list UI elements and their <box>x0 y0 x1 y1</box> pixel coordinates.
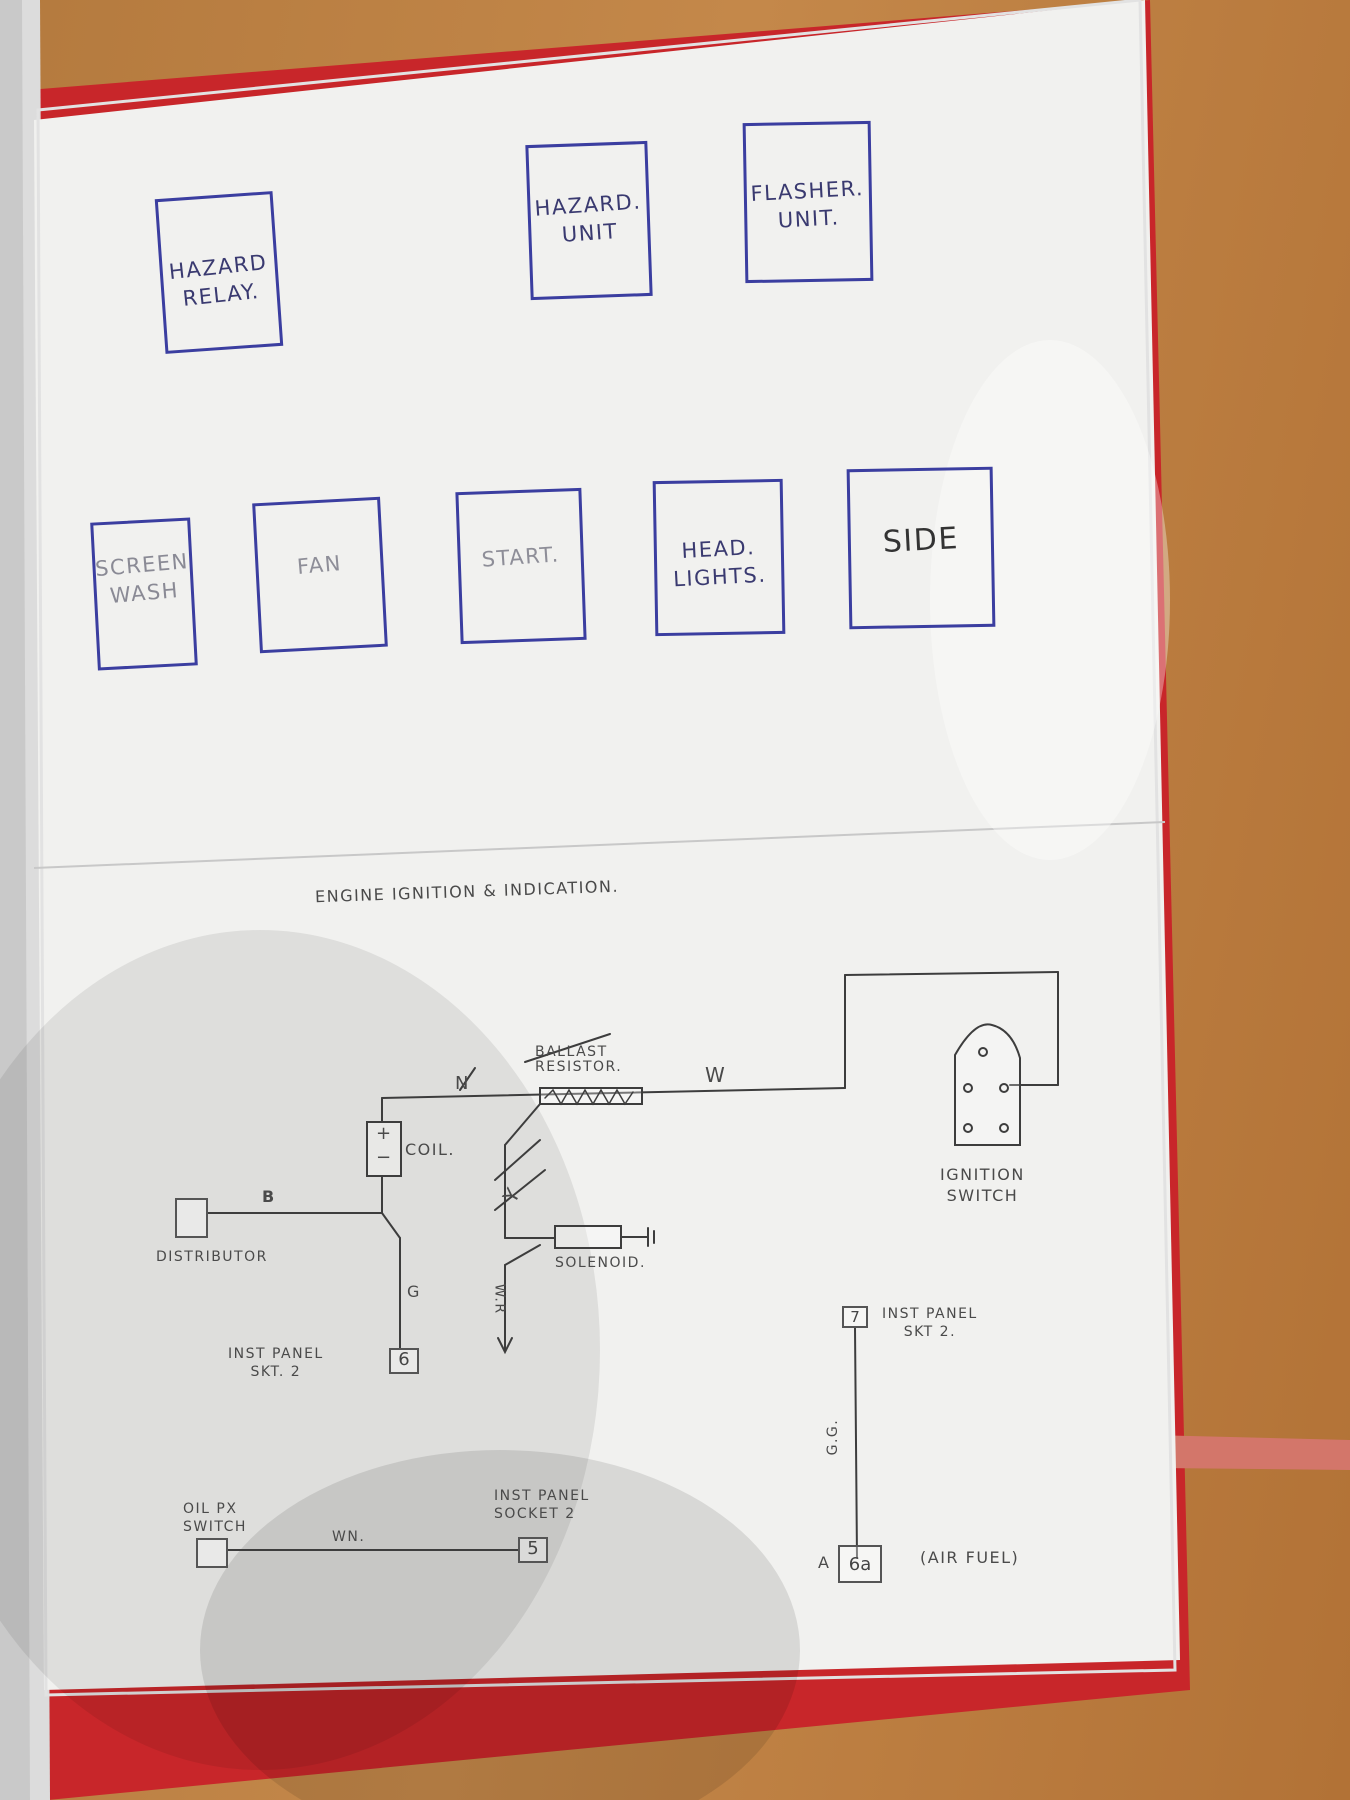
inst-panel-socket2-label: INST PANEL SOCKET 2 <box>494 1488 590 1523</box>
wire-n-w-top <box>381 1087 846 1099</box>
distributor-label: DISTRIBUTOR <box>156 1249 268 1265</box>
wire-wn-label: WN. <box>332 1529 366 1545</box>
wire-g-label: G <box>407 1282 421 1301</box>
wire-wr-label: W.R <box>491 1283 508 1315</box>
distributor-terminal <box>175 1198 208 1238</box>
air-fuel-label: (AIR FUEL) <box>920 1548 1020 1567</box>
terminal-6a: 6a <box>838 1545 882 1583</box>
wire-gg-label: G.G. <box>825 1418 842 1456</box>
coil-label: COIL. <box>405 1140 455 1159</box>
ignition-switch-symbol <box>954 1023 1021 1146</box>
oil-px-switch-label: OIL PX SWITCH <box>183 1501 247 1536</box>
inst-panel-skt2-right-label: INST PANEL SKT 2. <box>882 1306 978 1341</box>
wire-across-top <box>844 971 1059 976</box>
ignition-switch-label: IGNITION SWITCH <box>940 1165 1025 1205</box>
terminal-7: 7 <box>842 1306 868 1328</box>
ballast-resistor-label: BALLAST RESISTOR. <box>535 1044 623 1076</box>
wire-gg <box>854 1327 858 1559</box>
coil-minus-sign: − <box>376 1147 393 1168</box>
oil-px-switch-terminal <box>196 1538 228 1568</box>
terminal-a-label: A <box>818 1553 831 1572</box>
wire-w-label: W <box>705 1063 726 1087</box>
wire-b-label: B <box>262 1187 276 1206</box>
coil-symbol <box>366 1121 402 1177</box>
coil-plus-sign: + <box>376 1123 393 1144</box>
solenoid-label: SOLENOID. <box>555 1255 646 1271</box>
solenoid-symbol <box>554 1225 622 1249</box>
terminal-5: 5 <box>518 1537 548 1563</box>
wire-n-label: N <box>455 1073 470 1094</box>
terminal-6: 6 <box>389 1348 419 1374</box>
inst-panel-skt2-left-label: INST PANEL SKT. 2 <box>228 1346 324 1381</box>
resistor-zigzag <box>544 1088 634 1106</box>
